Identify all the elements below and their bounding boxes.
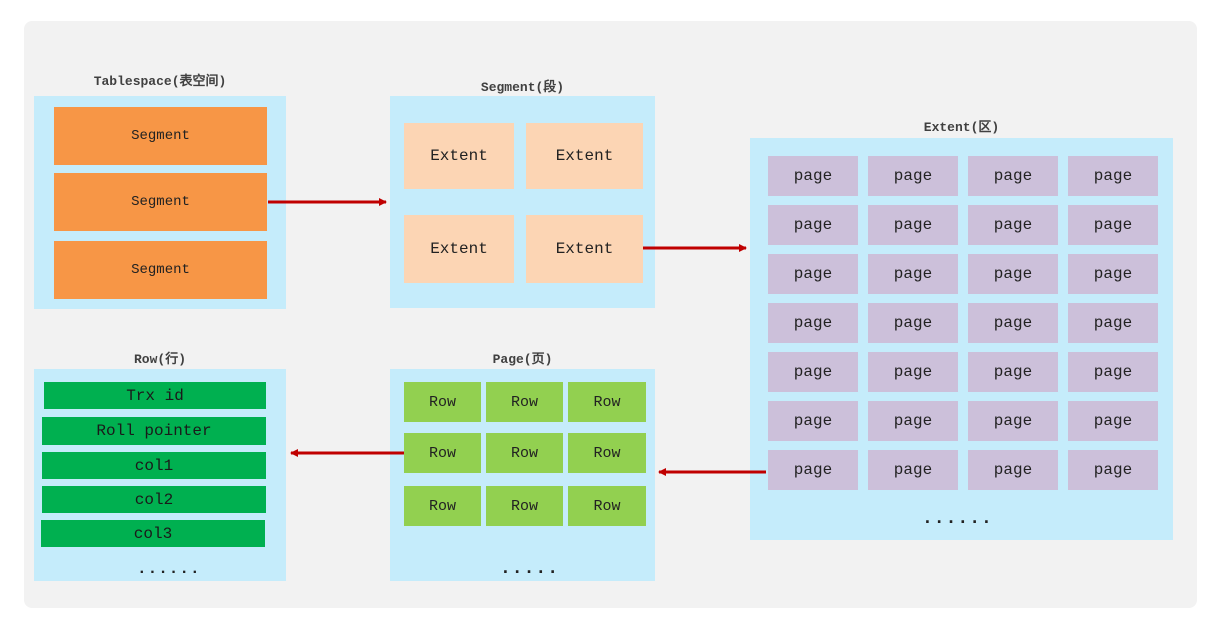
extent-ellipsis: ...... — [922, 509, 993, 529]
extent-page-cell: page — [768, 254, 858, 294]
extent-page-cell: page — [768, 205, 858, 245]
extent-page-cell: page — [768, 303, 858, 343]
segment-extent-1: Extent — [404, 123, 514, 189]
page-row-cell: Row — [568, 486, 646, 526]
page-row-cell: Row — [404, 382, 481, 422]
tablespace-segment-3: Segment — [54, 241, 267, 299]
page-title: Page(页) — [492, 352, 553, 367]
tablespace-panel: Segment Segment Segment — [34, 96, 286, 309]
segment-extent-4: Extent — [526, 215, 643, 283]
page-row-cell: Row — [568, 433, 646, 473]
row-field-col2: col2 — [42, 486, 266, 513]
extent-page-cell: page — [1068, 156, 1158, 196]
extent-page-cell: page — [968, 401, 1058, 441]
row-field-col3: col3 — [41, 520, 265, 547]
extent-page-cell: page — [968, 450, 1058, 490]
row-field-roll-pointer: Roll pointer — [42, 417, 266, 445]
extent-page-cell: page — [968, 156, 1058, 196]
extent-page-cell: page — [968, 205, 1058, 245]
extent-page-cell: page — [1068, 401, 1158, 441]
row-panel: Trx id Roll pointer col1 col2 col3 — [34, 369, 286, 581]
row-title: Row(行) — [133, 352, 186, 367]
extent-title: Extent(区) — [923, 120, 1000, 135]
row-field-col1: col1 — [42, 452, 266, 479]
extent-page-cell: page — [768, 352, 858, 392]
extent-page-cell: page — [968, 303, 1058, 343]
extent-page-cell: page — [868, 205, 958, 245]
page-row-cell: Row — [404, 486, 481, 526]
extent-page-cell: page — [868, 156, 958, 196]
extent-page-cell: page — [868, 303, 958, 343]
extent-page-cell: page — [768, 401, 858, 441]
extent-page-cell: page — [768, 450, 858, 490]
page-row-cell: Row — [568, 382, 646, 422]
page-ellipsis: ..... — [500, 559, 560, 579]
row-ellipsis: ...... — [137, 560, 201, 578]
tablespace-title: Tablespace(表空间) — [93, 74, 227, 89]
extent-page-cell: page — [968, 352, 1058, 392]
extent-page-cell: page — [868, 450, 958, 490]
row-field-trx-id: Trx id — [44, 382, 266, 409]
segment-panel: Extent Extent Extent Extent — [390, 96, 655, 308]
page-row-cell: Row — [404, 433, 481, 473]
extent-page-cell: page — [868, 401, 958, 441]
extent-page-cell: page — [1068, 205, 1158, 245]
page-row-cell: Row — [486, 382, 563, 422]
extent-page-cell: page — [1068, 303, 1158, 343]
tablespace-segment-2: Segment — [54, 173, 267, 231]
extent-page-cell: page — [1068, 450, 1158, 490]
segment-title: Segment(段) — [480, 80, 565, 95]
extent-page-cell: page — [868, 352, 958, 392]
segment-extent-2: Extent — [526, 123, 643, 189]
segment-extent-3: Extent — [404, 215, 514, 283]
extent-page-cell: page — [1068, 352, 1158, 392]
tablespace-segment-1: Segment — [54, 107, 267, 165]
extent-page-cell: page — [868, 254, 958, 294]
extent-page-cell: page — [1068, 254, 1158, 294]
page-row-cell: Row — [486, 486, 563, 526]
extent-page-cell: page — [968, 254, 1058, 294]
extent-page-cell: page — [768, 156, 858, 196]
page-row-cell: Row — [486, 433, 563, 473]
